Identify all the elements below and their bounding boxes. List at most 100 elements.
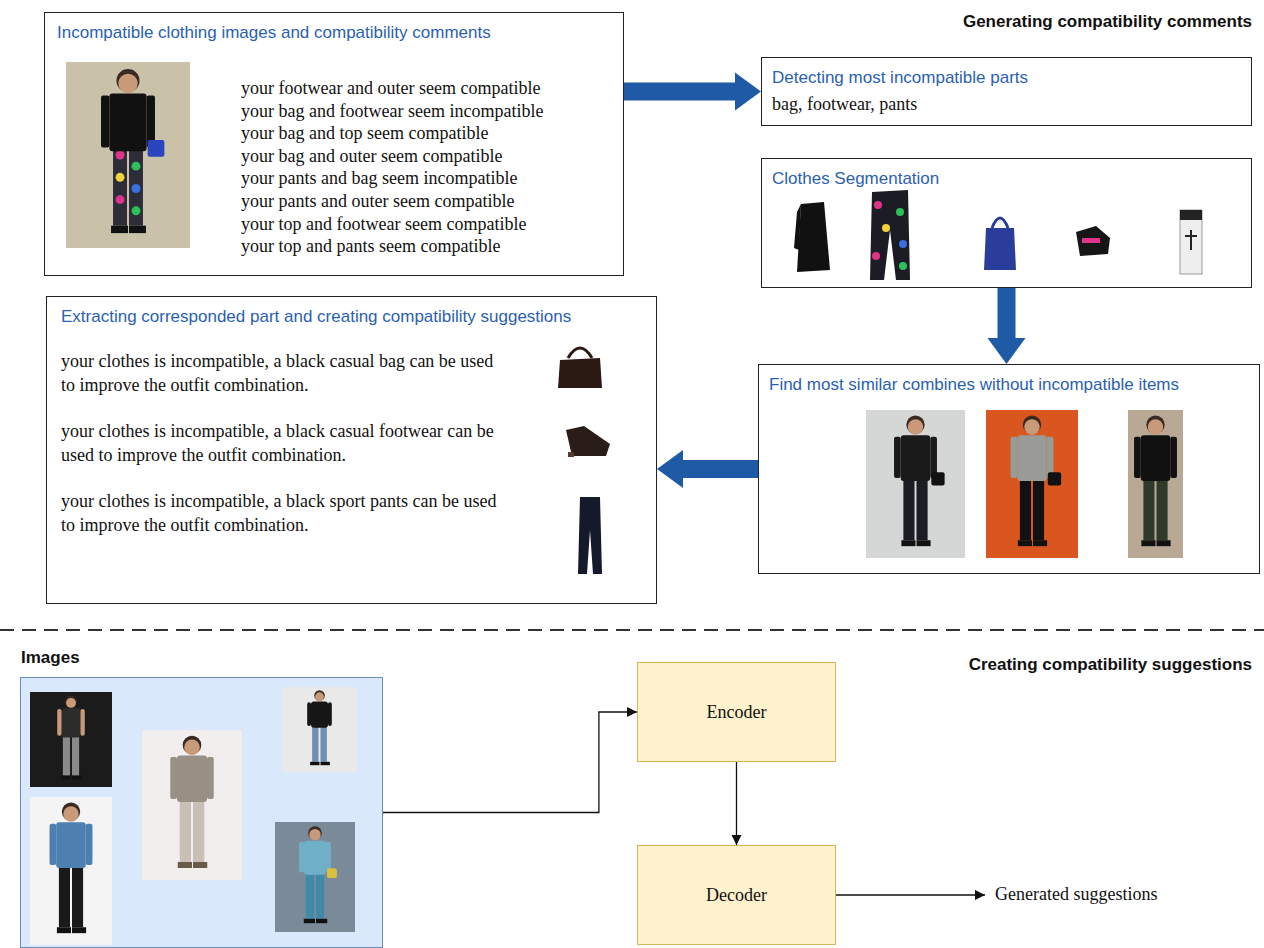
- leg: [72, 736, 79, 776]
- shoe: [72, 776, 82, 780]
- bag-segment: [984, 228, 1016, 270]
- head: [63, 806, 78, 821]
- process-box: Clothes Segmentation: [761, 158, 1252, 288]
- process-box: Detecting most incompatible partsbag, fo…: [761, 57, 1252, 126]
- jacket-sleeve: [794, 204, 801, 250]
- shoe: [1033, 540, 1047, 546]
- suggested-bag: [558, 358, 602, 388]
- arm: [101, 95, 109, 147]
- photo-background: [986, 410, 1078, 558]
- flow-arrow: [624, 73, 761, 111]
- torso: [1141, 435, 1171, 481]
- photo-background: [30, 797, 112, 945]
- box-text: your top and pants seem compatible: [241, 235, 611, 258]
- photo-background: [1128, 410, 1183, 558]
- shoe: [1157, 540, 1171, 546]
- arm: [307, 702, 311, 726]
- arm: [1011, 437, 1018, 478]
- arm: [207, 757, 214, 799]
- photo-background: [282, 687, 357, 772]
- outfit-photo: [986, 410, 1078, 558]
- box-heading: Find most similar combines without incom…: [769, 375, 1249, 395]
- pattern-dot: [132, 162, 141, 171]
- shoe: [61, 776, 71, 780]
- torso: [1017, 435, 1047, 481]
- shoe-segment: [1076, 226, 1110, 256]
- connector-line: [383, 712, 637, 813]
- leg: [316, 873, 324, 919]
- module-label: Decoder: [706, 885, 767, 906]
- hair: [116, 69, 139, 92]
- pattern-dot: [896, 208, 904, 216]
- head: [1148, 419, 1163, 434]
- box-text: your pants and bag seem incompatible: [241, 167, 611, 190]
- jacket-segment: [797, 202, 830, 272]
- suggestion-box: Extracting corresponded part and creatin…: [46, 296, 657, 604]
- photo-background: [275, 822, 355, 932]
- bag: [148, 140, 165, 157]
- outfit-photo: [142, 730, 242, 880]
- box-text: your clothes is incompatible, a black ca…: [61, 349, 511, 397]
- pattern-dot: [132, 206, 141, 215]
- torso: [177, 756, 207, 803]
- arm: [1170, 437, 1177, 478]
- head: [118, 74, 137, 93]
- leg: [312, 726, 318, 762]
- box-text: your bag and outer seem compatible: [241, 145, 611, 168]
- flow-arrow: [657, 450, 758, 488]
- shoe: [72, 927, 86, 933]
- pattern-dot: [116, 195, 125, 204]
- shoe: [304, 919, 315, 923]
- pattern-dot: [899, 262, 907, 270]
- arm: [326, 842, 331, 873]
- leg: [1143, 478, 1154, 540]
- arm: [147, 95, 155, 147]
- module-label: Encoder: [707, 702, 767, 723]
- pattern-dot: [116, 151, 125, 160]
- shoe: [57, 927, 71, 933]
- shoe: [321, 762, 330, 765]
- leg: [180, 799, 191, 862]
- torso: [56, 822, 86, 868]
- torso: [304, 841, 326, 875]
- leg: [72, 865, 83, 927]
- box-text: your top and footwear seem compatible: [241, 213, 611, 236]
- head: [66, 698, 76, 708]
- suggested-items: [558, 348, 610, 574]
- leg: [1020, 478, 1031, 540]
- photo-background: [66, 62, 190, 248]
- comment-box: Incompatible clothing images and compati…: [44, 12, 624, 276]
- box-heading: Clothes Segmentation: [772, 169, 1241, 189]
- box-text: your pants and outer seem compatible: [241, 190, 611, 213]
- leg: [903, 478, 914, 540]
- top-segment: [1180, 210, 1202, 274]
- shoe: [310, 762, 319, 765]
- shoe: [901, 540, 915, 546]
- leg: [1157, 478, 1168, 540]
- image-panel: Images: [20, 677, 383, 948]
- arm: [894, 437, 901, 478]
- box-heading: Extracting corresponded part and creatin…: [61, 307, 642, 327]
- hair: [1146, 416, 1164, 434]
- hair: [308, 826, 322, 840]
- photo-background: [866, 410, 965, 558]
- outfit-photo: [275, 822, 355, 932]
- leg: [59, 865, 70, 927]
- flow-arrow: [988, 288, 1026, 364]
- bag: [931, 472, 944, 485]
- encoder-box: Encoder: [637, 662, 836, 762]
- shoe: [129, 226, 146, 233]
- outfit-photo: [282, 687, 357, 772]
- hair: [183, 736, 202, 755]
- suggested-shoe: [566, 426, 610, 456]
- shoe: [178, 862, 192, 868]
- photo-background: [142, 730, 242, 880]
- leg: [193, 799, 204, 862]
- top-collar: [1180, 210, 1202, 220]
- box-text: your bag and footwear seem incompatible: [241, 100, 611, 123]
- arm: [1134, 437, 1141, 478]
- leg: [306, 873, 314, 919]
- arm: [930, 437, 937, 478]
- head: [184, 739, 200, 755]
